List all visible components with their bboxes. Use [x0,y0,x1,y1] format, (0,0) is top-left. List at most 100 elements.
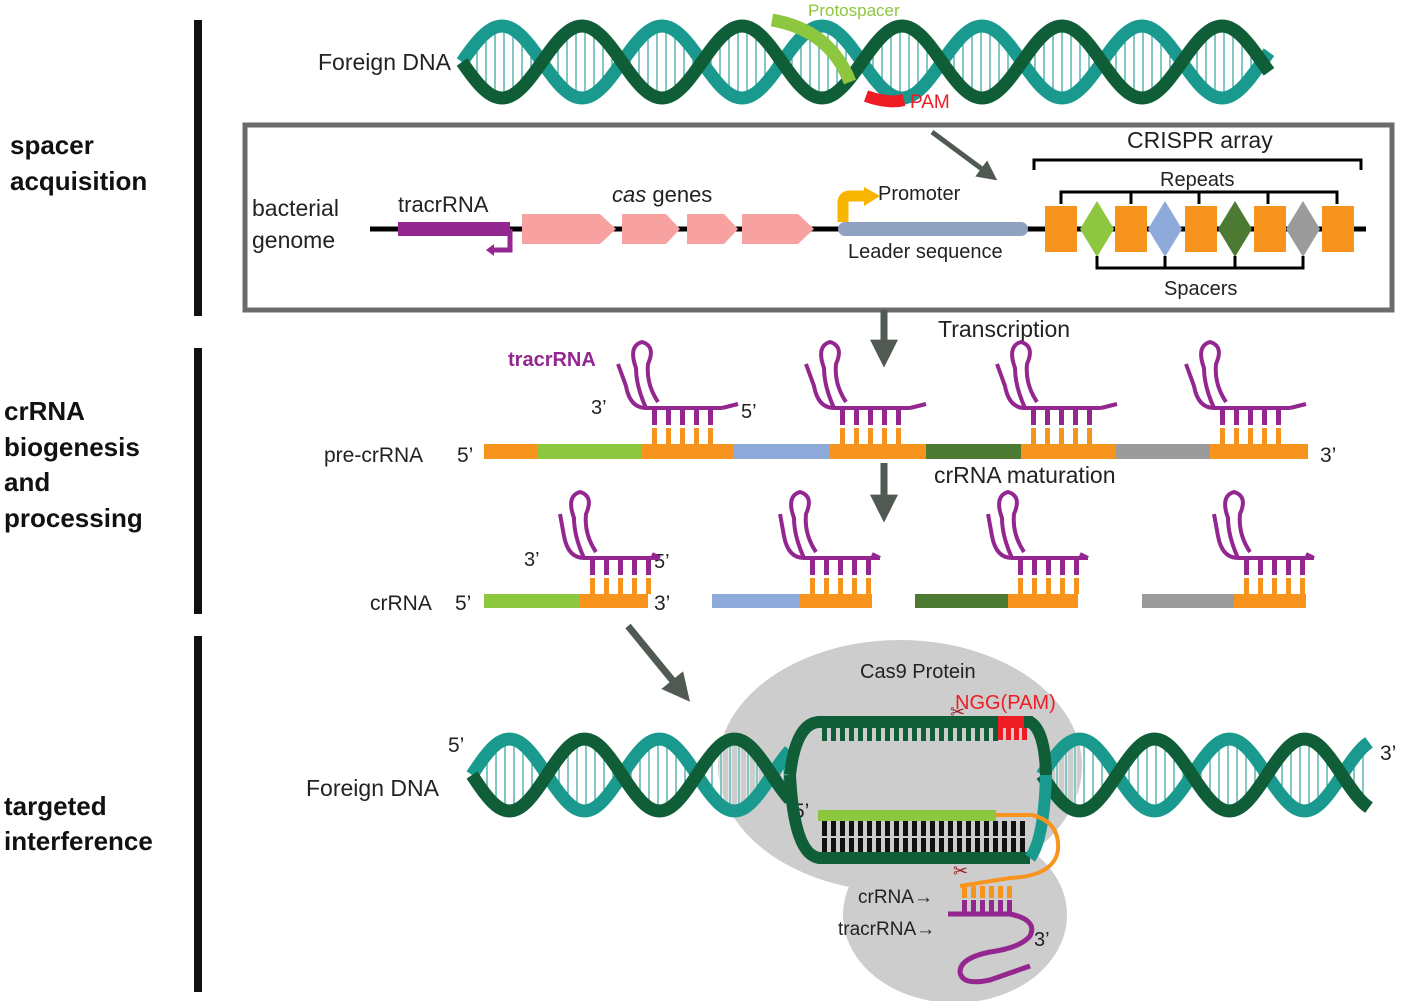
repeat-base [1234,428,1239,444]
foreign-dna-bottom-label: Foreign DNA [306,775,440,801]
tracrrna-5prime-tail [1079,552,1089,560]
target-base [894,838,899,852]
guide-repeat-base [989,886,994,898]
tracrrna-hairpin [1199,339,1228,409]
repeat-base [618,578,623,594]
tracrrna-base [1234,410,1239,425]
repeat-base [646,578,651,594]
tracrrna-base [896,410,901,425]
pre-crrna-segment [733,444,830,459]
pam-base [1006,728,1011,740]
repeat-base [1060,578,1065,594]
cas-gene-1 [522,214,616,244]
target-base [849,838,854,852]
tracrrna-5prime-tail [1100,402,1118,410]
guide-base [1011,821,1016,836]
target-strand-left [784,774,822,864]
guide-base [921,821,926,836]
repeat-block [1254,206,1286,252]
guide-base [939,821,944,836]
pre-crrna-segment [538,444,642,459]
guide-repeat-base [962,886,967,898]
guide-repeat-base [998,886,1003,898]
target-base [939,838,944,852]
target-base [1020,838,1025,852]
repeat-base [896,428,901,444]
repeat-base [868,428,873,444]
pre-crrna-segment [484,444,538,459]
pre-crrna-segment [1021,444,1116,459]
repeat-base [1087,428,1092,444]
repeat-base [1244,578,1249,594]
repeat-base [1276,428,1281,444]
spacers-label: Spacers [1164,278,1237,300]
ngg-pam-label: NGG(PAM) [955,692,1056,714]
repeat-base [708,428,713,444]
tracrrna-base [694,410,699,425]
guide-base [966,821,971,836]
crrna-label: crRNA [370,592,432,615]
target-base [930,838,935,852]
tracrrna-gene-label: tracrRNA [398,192,489,217]
guide-tracrrna-base [1007,900,1012,912]
pre-crrna-5prime: 5’ [457,444,473,467]
nontarget-base [858,728,863,741]
tracrrna-base [590,560,595,575]
nontarget-strand-left [784,716,821,776]
foreign-dna-helix-right [1036,732,1373,818]
repeat-block [1185,206,1217,252]
tracrrna-base [680,410,685,425]
leader-sequence-label: Leader sequence [848,241,1003,263]
cas-gene-2 [622,214,680,244]
repeat-base [1258,578,1263,594]
tracrrna-5prime-tail [909,402,927,410]
tracrrna-base [1087,410,1092,425]
repeat-base [1046,578,1051,594]
pam-segment [863,90,906,108]
repeat-base [1262,428,1267,444]
tracrrna-5prime-tail [1305,552,1315,560]
nontarget-base [993,728,998,741]
repeats-bracket [1059,190,1339,204]
scissors-icon-top: ✂ [950,702,965,723]
crrna-repeat [800,594,872,608]
pam-base [1022,728,1027,740]
pre-crrna-label: pre-crRNA [324,444,423,467]
repeat-base [1073,428,1078,444]
genome-box [242,122,1395,313]
tracrrna-hairpin [1223,489,1252,559]
tracrrna-5prime-tail [721,402,739,410]
guide-spacer [818,810,996,821]
guide-base [1002,821,1007,836]
cas9-protein-label: Cas9 Protein [860,661,976,683]
nontarget-base [831,728,836,741]
repeat-base [852,578,857,594]
repeat-base [866,578,871,594]
nontarget-base [939,728,944,741]
guide-base [957,821,962,836]
crispr-array-label: CRISPR array [1127,127,1273,153]
repeat-base [1220,428,1225,444]
guide-tracrrna-3prime: 3’ [1034,929,1050,951]
stage-label-interference: targeted interference [4,791,153,856]
nontarget-base [921,728,926,741]
foreign-dna-helix-left [466,732,795,818]
helix-strand-teal [1036,732,1373,818]
mature-crrnas [484,489,1315,608]
repeat-base [1018,578,1023,594]
tracrrna-3prime-tail [778,513,805,560]
tracrrna-base [1244,560,1249,575]
guide-repeat-base [980,886,985,898]
guide-base [993,821,998,836]
nontarget-base [984,728,989,741]
tracrrna-5prime-tail [1289,402,1307,410]
tracrrna-hairpin [789,489,818,559]
nontarget-base [867,728,872,741]
guide-tracrrna-base [980,900,985,912]
target-base [876,838,881,852]
crrna-spacer [484,594,580,608]
target-base [1011,838,1016,852]
tracrrna-base [852,560,857,575]
pam-base [998,728,1003,740]
tracrrna-base [1262,410,1267,425]
